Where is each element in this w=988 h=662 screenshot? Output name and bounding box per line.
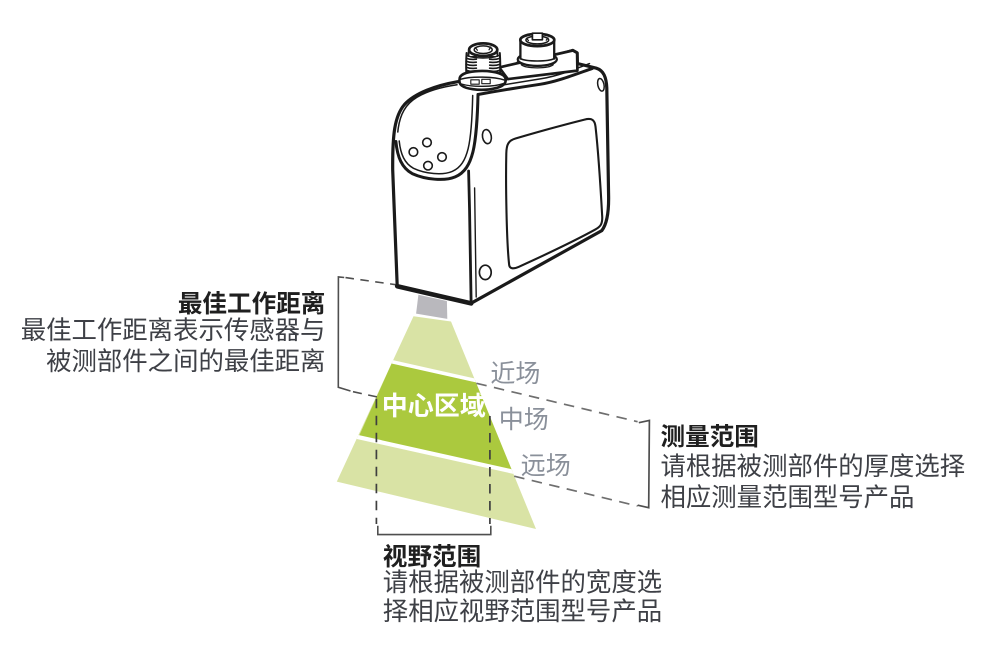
side-panel <box>505 117 604 270</box>
screw-hole-bottom <box>478 264 493 281</box>
measuring-range-line2: 相应测量范围型号产品 <box>660 477 915 514</box>
connector-left-cap-inner <box>473 45 493 55</box>
dash-far-field <box>514 475 638 507</box>
cylinder-base-arc <box>519 57 555 62</box>
far-field-label: 远场 <box>520 446 571 483</box>
optimal-distance-title: 最佳工作距离 <box>177 284 326 321</box>
field-of-view-title: 视野范围 <box>382 537 482 574</box>
left-cap-tick-1 <box>474 46 478 51</box>
led-4 <box>422 160 434 171</box>
dash-near-field <box>476 382 638 423</box>
head-chin-inner <box>398 94 474 175</box>
connector-right <box>516 32 559 69</box>
sensor-illustration <box>391 32 611 306</box>
sensor-bottom-edge <box>394 283 474 306</box>
mid-field-label: 中场 <box>498 399 549 436</box>
front-corner-edge <box>467 169 473 303</box>
cap-tick-right <box>545 37 549 41</box>
field-of-view-line2: 择相应视野范围型号产品 <box>382 592 663 629</box>
screw-hole-right <box>596 77 605 92</box>
led-2 <box>408 146 419 158</box>
led-1 <box>421 137 433 148</box>
optimal-distance-line1: 最佳工作距离表示传感器与 <box>20 310 326 347</box>
bracket-right <box>637 419 651 509</box>
head-chin-line <box>394 93 480 181</box>
screw-hole-top <box>481 128 493 145</box>
top-left-chamfer <box>397 84 458 133</box>
top-front-edge <box>476 66 594 96</box>
led-3 <box>436 151 448 163</box>
cap-tick-left <box>525 37 530 42</box>
far-field-boundary <box>353 434 516 475</box>
annotation-lines <box>337 276 651 536</box>
connector-key-notch <box>531 32 544 41</box>
emitter-cone <box>416 294 448 319</box>
nut-slot-1 <box>470 79 480 85</box>
bracket-left <box>337 276 351 392</box>
dash-sensor-face <box>345 276 397 286</box>
optimal-distance-line2: 被测部件之间的最佳距离 <box>46 341 326 378</box>
neck-arc <box>467 55 499 59</box>
nut-line-1 <box>459 76 506 81</box>
left-cap-tick-2 <box>488 46 492 51</box>
ring-thread-2 <box>520 64 554 69</box>
near-field-label: 近场 <box>490 354 541 391</box>
measuring-range-line1: 请根据被测部件的厚度选择 <box>660 447 966 484</box>
front-corner-thin <box>473 187 477 298</box>
near-field-boundary <box>387 359 478 383</box>
dash-optimal-point <box>352 390 378 398</box>
led-indicators <box>408 137 448 171</box>
measuring-range-title: 测量范围 <box>660 417 759 454</box>
beam-group <box>336 294 536 529</box>
connector-left <box>458 42 507 92</box>
nut-line-2 <box>460 82 505 88</box>
nut-slot-2 <box>481 78 491 85</box>
center-zone-label: 中心区域 <box>381 385 486 423</box>
ring-thread-1 <box>517 61 557 67</box>
bracket-bottom <box>377 525 492 536</box>
field-of-view-line1: 请根据被测部件的宽度选 <box>382 562 663 599</box>
